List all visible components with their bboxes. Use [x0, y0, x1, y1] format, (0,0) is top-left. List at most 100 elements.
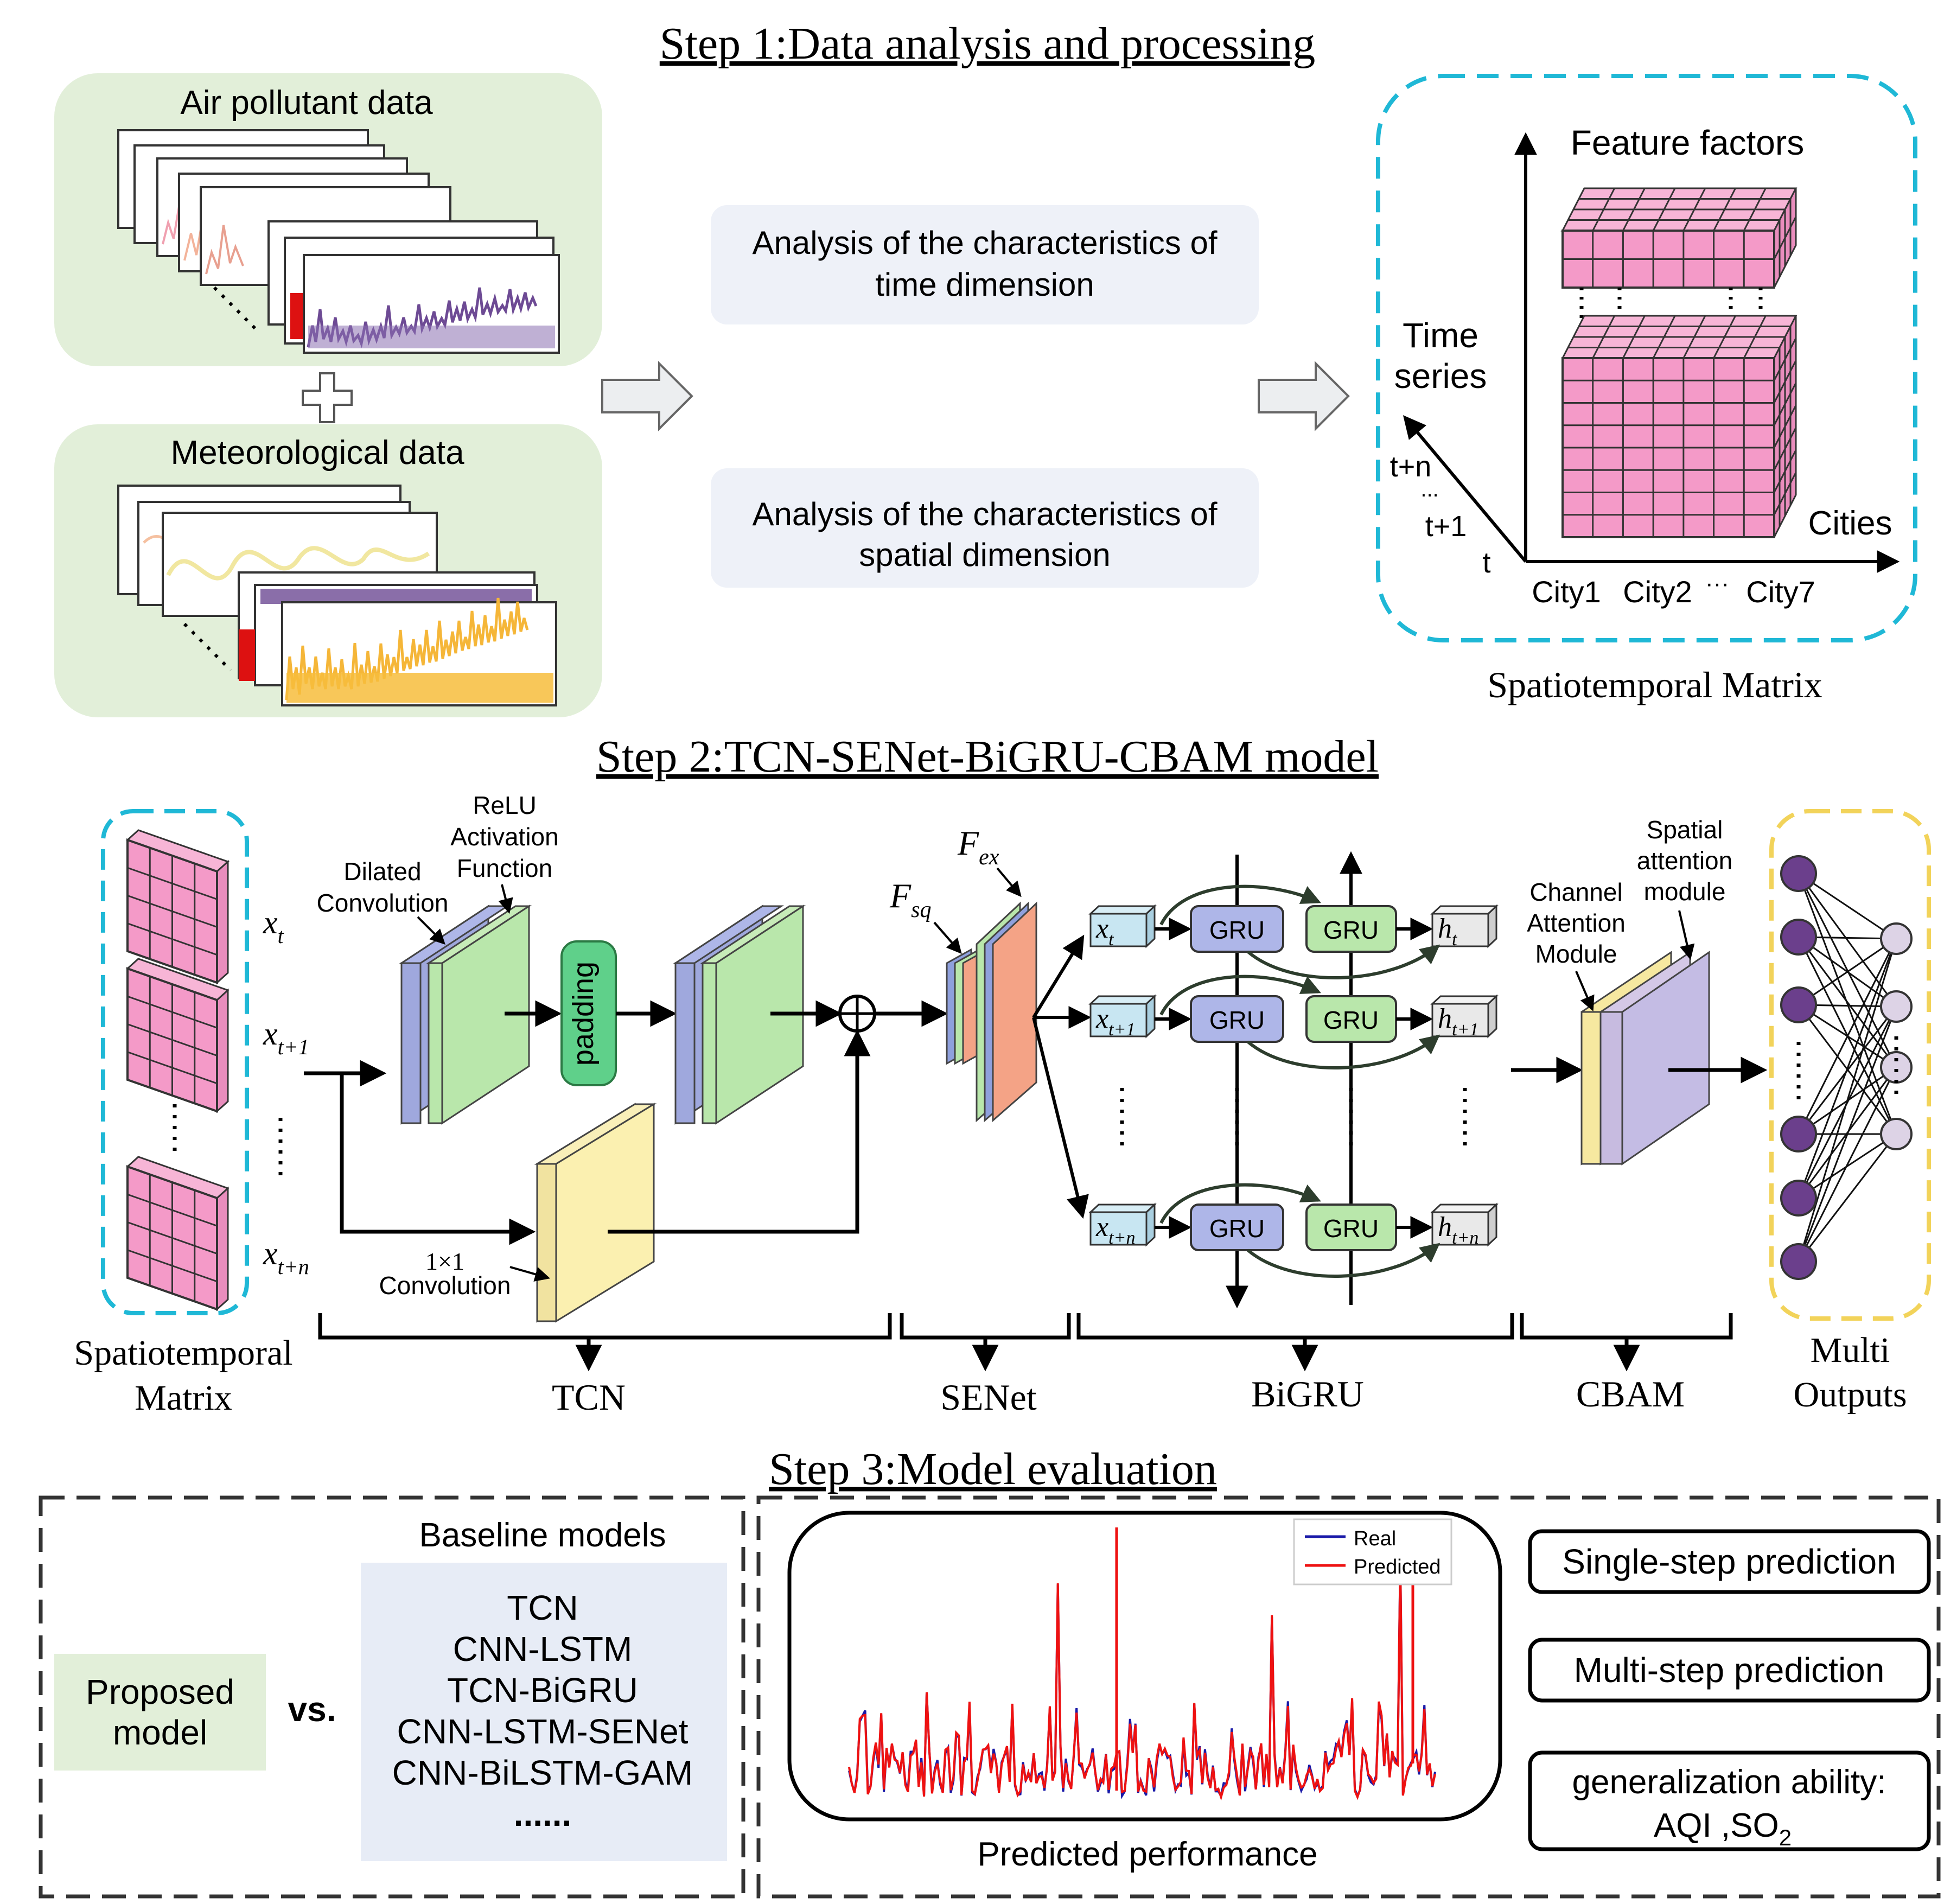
matrix-caption-line1: Spatiotemporal [74, 1333, 292, 1373]
relu-line3: Function [457, 854, 552, 882]
svg-text:Fex: Fex [957, 824, 999, 870]
outputs-caption-line2: Outputs [1793, 1375, 1907, 1415]
relu-line1: ReLU [473, 791, 537, 819]
bigru-input-sub: t [1108, 929, 1114, 950]
eval-generalization: generalization ability: AQI ,SO2 [1528, 1750, 1931, 1851]
prediction-legend: Real Predicted [1293, 1518, 1452, 1585]
senet-block: Fsq Fex [889, 824, 1037, 1123]
cbam-block: Channel Attention Module Spatial attenti… [1511, 816, 1768, 1166]
fsq-sub: sq [911, 897, 931, 922]
outputs-caption-line1: Multi [1811, 1330, 1890, 1370]
input-neuron [1780, 919, 1817, 956]
output-network-nodes [1780, 855, 1913, 1280]
vs-label: vs. [288, 1690, 336, 1729]
svg-text:Fsq: Fsq [889, 876, 931, 922]
city-tick-7: City7 [1746, 575, 1815, 609]
baseline-item: CNN-BiLSTM-GAM [392, 1753, 693, 1792]
tcn-block: Dilated Convolution ReLU Activation Func… [304, 791, 948, 1323]
time-tick-dots: ... [1420, 477, 1438, 501]
input-x-t-sub: t [278, 924, 284, 948]
channel-attn-line1: Channel [1529, 878, 1622, 906]
gru-forward-cell [1190, 995, 1284, 1043]
output-neuron [1880, 922, 1913, 955]
gru-forward-cell [1190, 1203, 1284, 1251]
analysis-spatial-line2: spatial dimension [859, 537, 1111, 573]
analysis-spatial-line1: Analysis of the characteristics of [752, 496, 1217, 532]
meteorological-panel: Meteorological data [54, 424, 602, 717]
cube-connector-dots [1579, 288, 1763, 326]
step1-section: Step 1:Data analysis and processing Air … [54, 18, 1917, 717]
gru-backward-label: GRU [1323, 1214, 1379, 1243]
eval-single-step: Single-step prediction [1528, 1529, 1931, 1594]
time-tick-t1: t+1 [1425, 510, 1467, 543]
output-neuron [1880, 990, 1913, 1023]
svg-text:xt: xt [263, 905, 284, 948]
proposed-line2: model [113, 1713, 207, 1752]
output-neuron [1880, 1051, 1913, 1084]
arrow-to-analysis-icon [601, 361, 693, 431]
fex-label: F [957, 824, 979, 862]
matrix-caption-line2: Matrix [135, 1378, 232, 1418]
bigru-output-sub: t [1452, 929, 1458, 950]
eval-multi-step: Multi-step prediction [1528, 1638, 1931, 1703]
input-slab-t1 [126, 958, 230, 1113]
gru-forward-cell [1190, 905, 1284, 953]
multi-step-label: Multi-step prediction [1574, 1651, 1885, 1690]
air-pollutant-panel: Air pollutant data [54, 73, 602, 366]
cube-axis-time-line1: Time [1403, 316, 1478, 355]
dilated-conv-line2: Convolution [317, 889, 449, 917]
city-tick-2: City2 [1623, 575, 1692, 609]
gru-backward-label: GRU [1323, 1006, 1379, 1034]
generalization-line1: generalization ability: [1572, 1763, 1886, 1801]
conv1x1-line2: Convolution [379, 1271, 511, 1300]
legend-predicted: Predicted [1354, 1556, 1441, 1578]
input-x-t1: x [263, 1016, 278, 1052]
step1-title: Step 1:Data analysis and processing [660, 18, 1315, 69]
gru-forward-label: GRU [1209, 916, 1265, 944]
bigru-output-sub: t+n [1452, 1228, 1478, 1248]
input-slab-tn [126, 1156, 230, 1311]
padding-label: padding [567, 961, 600, 1066]
plus-icon [302, 372, 353, 423]
section-bigru: BiGRU [1251, 1373, 1364, 1415]
cube-axis-feature-label: Feature factors [1571, 123, 1804, 162]
section-cbam: CBAM [1576, 1373, 1685, 1415]
step2-title: Step 2:TCN-SENet-BiGRU-CBAM model [596, 731, 1379, 782]
input-x-t: x [263, 905, 278, 940]
fsq-label: F [889, 876, 912, 915]
step2-section: Step 2:TCN-SENet-BiGRU-CBAM model xt xt+… [74, 731, 1931, 1418]
channel-attn-line3: Module [1535, 940, 1617, 968]
baseline-list: TCNCNN-LSTMTCN-BiGRUCNN-LSTM-SENetCNN-Bi… [392, 1588, 693, 1833]
input-x-t1-sub: t+1 [278, 1035, 309, 1059]
city-tick-ellipsis: ··· [1705, 570, 1729, 597]
time-tick-t: t [1482, 546, 1490, 579]
bigru-output-sub: t+1 [1452, 1020, 1478, 1040]
svg-text:AQI ,SO2: AQI ,SO2 [1654, 1807, 1792, 1850]
section-brackets [318, 1313, 1733, 1372]
feature-cube-main [1561, 315, 1798, 538]
section-tcn: TCN [552, 1377, 626, 1418]
legend-real: Real [1354, 1527, 1396, 1550]
input-x-tn: x [263, 1236, 278, 1271]
cube-axis-cities-label: Cities [1808, 505, 1892, 542]
dilated-conv-line1: Dilated [343, 857, 421, 886]
analysis-time-line2: time dimension [875, 266, 1094, 303]
input-neuron [1780, 1243, 1817, 1280]
input-x-tn-sub: t+n [278, 1255, 309, 1279]
relu-line2: Activation [450, 823, 558, 851]
spatial-attn-line3: module [1644, 877, 1726, 906]
cube-axis-time-line2: series [1394, 356, 1487, 396]
output-neuron [1880, 1118, 1913, 1150]
baseline-item: CNN-LSTM [453, 1629, 633, 1669]
input-neuron [1780, 986, 1817, 1023]
analysis-time-box: Analysis of the characteristics of time … [711, 205, 1259, 324]
output-network-panel [1769, 809, 1931, 1321]
bigru-input-sub: t+1 [1108, 1020, 1135, 1040]
analysis-time-line1: Analysis of the characteristics of [752, 225, 1217, 261]
svg-text:xt+1: xt+1 [263, 1016, 309, 1059]
spatiotemporal-cube-panel: Feature factors Time series Cities t+n .… [1376, 74, 1917, 705]
